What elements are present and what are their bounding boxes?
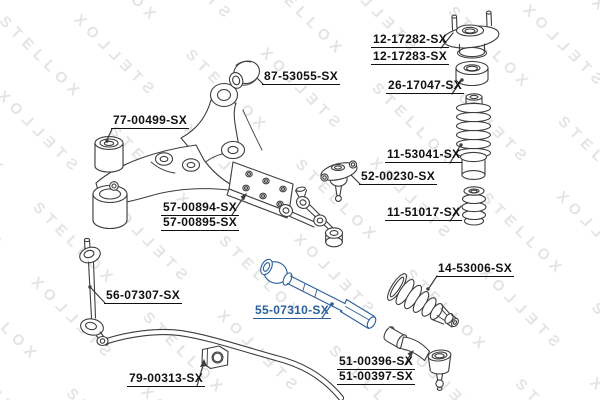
part-label-51-00397[interactable]: 51-00397-SX	[337, 369, 416, 385]
leader-dots	[88, 78, 464, 306]
leader-lines	[90, 32, 462, 387]
part-label-56-07307[interactable]: 56-07307-SX	[104, 288, 183, 304]
part-label-57-00895[interactable]: 57-00895-SX	[161, 215, 240, 231]
part-label-14-53006[interactable]: 14-53006-SX	[436, 261, 515, 277]
part-drawing-bump-stop-11-51017	[461, 186, 487, 226]
part-label-51-00396[interactable]: 51-00396-SX	[337, 354, 416, 370]
part-label-55-07310-highlighted[interactable]: 55-07310-SX	[253, 303, 332, 319]
part-drawing-arm-bracket	[278, 186, 344, 248]
part-drawing-axial-rod-55-07310-highlighted[interactable]	[258, 257, 377, 330]
part-drawing-bump-stop-26-17047	[455, 60, 489, 87]
part-drawing-rack-boot-14-53006	[387, 273, 459, 328]
part-label-87-53055[interactable]: 87-53055-SX	[262, 69, 341, 85]
part-label-12-17283[interactable]: 12-17283-SX	[371, 49, 450, 65]
part-drawing-bushing-77-00499	[94, 136, 124, 173]
part-label-57-00894[interactable]: 57-00894-SX	[161, 200, 240, 216]
part-label-79-00313[interactable]: 79-00313-SX	[127, 371, 206, 387]
part-drawing-stabilizer-bar	[96, 328, 345, 400]
part-drawing-bushing-87-53055	[228, 60, 261, 89]
part-drawing-ball-joint-52-00230	[320, 160, 358, 202]
part-label-11-51017[interactable]: 11-51017-SX	[385, 205, 463, 221]
part-label-52-00230[interactable]: 52-00230-SX	[359, 169, 438, 185]
part-label-11-53041[interactable]: 11-53041-SX	[385, 147, 463, 163]
part-drawing-tie-rod-end	[383, 326, 452, 391]
part-label-26-17047[interactable]: 26-17047-SX	[386, 78, 465, 94]
part-label-12-17282[interactable]: 12-17282-SX	[371, 32, 450, 48]
leader-arrowheads	[200, 193, 414, 367]
part-drawing-dust-boot-11-53041	[455, 93, 492, 180]
part-drawing-strut-mount	[442, 10, 500, 59]
part-label-77-00499[interactable]: 77-00499-SX	[111, 113, 190, 129]
part-drawing-stab-bushing-79-00313	[201, 345, 229, 370]
